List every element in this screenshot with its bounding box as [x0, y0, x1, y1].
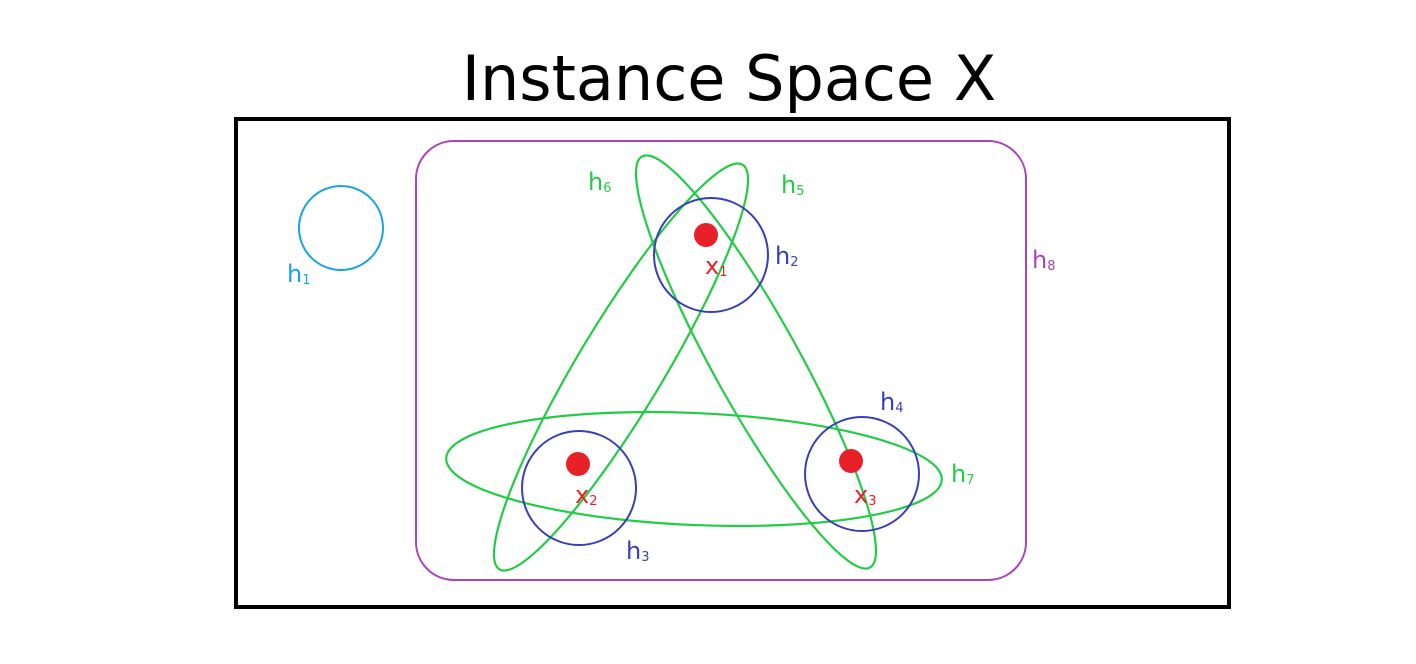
hypothesis-h4-circle	[804, 416, 920, 532]
hypothesis-h2-label: h2	[775, 242, 799, 270]
hypothesis-h5-ellipse	[492, 162, 750, 572]
instance-space-frame	[234, 117, 1231, 609]
hypothesis-h2-circle	[653, 197, 769, 313]
hypothesis-h6-ellipse	[634, 154, 878, 570]
point-x1	[694, 223, 718, 247]
hypothesis-h6-label: h6	[588, 168, 612, 196]
point-x1-label: x1	[705, 252, 727, 280]
diagram-title: Instance Space X	[462, 42, 997, 115]
hypothesis-h7-ellipse	[445, 410, 943, 528]
hypothesis-h7-label: h7	[951, 460, 975, 488]
hypothesis-h1-label: h1	[287, 260, 311, 288]
hypothesis-h8-label: h8	[1032, 246, 1056, 274]
hypothesis-h1-circle	[298, 185, 384, 271]
point-x2-label: x2	[575, 481, 597, 509]
hypothesis-h3-label: h3	[626, 537, 650, 565]
point-x3	[839, 449, 863, 473]
point-x3-label: x3	[854, 481, 876, 509]
hypothesis-h8-region	[415, 140, 1027, 581]
hypothesis-h5-label: h5	[781, 171, 805, 199]
point-x2	[566, 452, 590, 476]
hypothesis-h4-label: h4	[880, 388, 904, 416]
hypothesis-h3-circle	[521, 430, 637, 546]
